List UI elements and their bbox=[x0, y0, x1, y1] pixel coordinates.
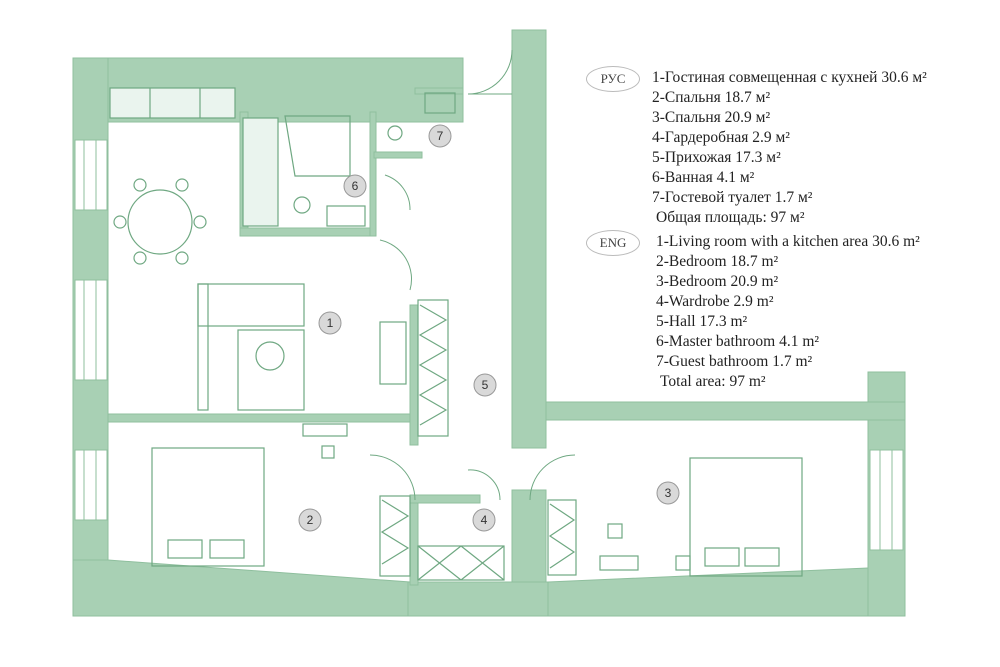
svg-text:5: 5 bbox=[482, 378, 489, 392]
legend-en-item: 3-Bedroom 20.9 m² bbox=[656, 273, 779, 290]
room-marker-1: 1 bbox=[318, 311, 342, 335]
legend-ru-item: 5-Прихожая 17.3 м² bbox=[652, 149, 781, 166]
svg-text:6: 6 bbox=[352, 179, 359, 193]
legend-en-item: 6-Master bathroom 4.1 m² bbox=[656, 333, 820, 350]
legend-ru: 1-Гостиная совмещенная с кухней 30.6 м² … bbox=[652, 68, 927, 228]
legend-ru-item: 4-Гардеробная 2.9 м² bbox=[652, 129, 790, 146]
room-marker-5: 5 bbox=[473, 373, 497, 397]
legend-ru-item: 3-Спальня 20.9 м² bbox=[652, 109, 771, 126]
legend-en-item: 5-Hall 17.3 m² bbox=[656, 313, 748, 330]
room-marker-2: 2 bbox=[298, 508, 322, 532]
legend-en-item: 2-Bedroom 18.7 m² bbox=[656, 253, 779, 270]
lang-badge-ru: РУС bbox=[586, 66, 640, 92]
room-marker-7: 7 bbox=[428, 124, 452, 148]
svg-text:3: 3 bbox=[665, 486, 672, 500]
svg-text:7: 7 bbox=[437, 129, 444, 143]
legend-en: 1-Living room with a kitchen area 30.6 m… bbox=[656, 232, 920, 392]
legend-en-item: 4-Wardrobe 2.9 m² bbox=[656, 293, 774, 310]
room-marker-6: 6 bbox=[343, 174, 367, 198]
legend-en-item: 1-Living room with a kitchen area 30.6 m… bbox=[656, 233, 920, 250]
legend-ru-item: 2-Спальня 18.7 м² bbox=[652, 89, 771, 106]
legend-ru-item: 7-Гостевой туалет 1.7 м² bbox=[652, 189, 813, 206]
legend-en-item: 7-Guest bathroom 1.7 m² bbox=[656, 353, 813, 370]
doors bbox=[369, 49, 576, 501]
legend-ru-total: Общая площадь: 97 м² bbox=[656, 209, 805, 226]
legend-ru-item: 1-Гостиная совмещенная с кухней 30.6 м² bbox=[652, 69, 927, 86]
svg-text:1: 1 bbox=[327, 316, 334, 330]
legend-ru-item: 6-Ванная 4.1 м² bbox=[652, 169, 755, 186]
lang-badge-en: ENG bbox=[586, 230, 640, 256]
room-markers: 1 2 3 4 5 6 7 bbox=[298, 124, 680, 532]
svg-text:2: 2 bbox=[307, 513, 314, 527]
legend-en-total: Total area: 97 m² bbox=[660, 373, 766, 390]
left-windows bbox=[74, 139, 904, 551]
room-marker-3: 3 bbox=[656, 481, 680, 505]
furniture bbox=[109, 87, 803, 581]
svg-text:4: 4 bbox=[481, 513, 488, 527]
room-marker-4: 4 bbox=[472, 508, 496, 532]
